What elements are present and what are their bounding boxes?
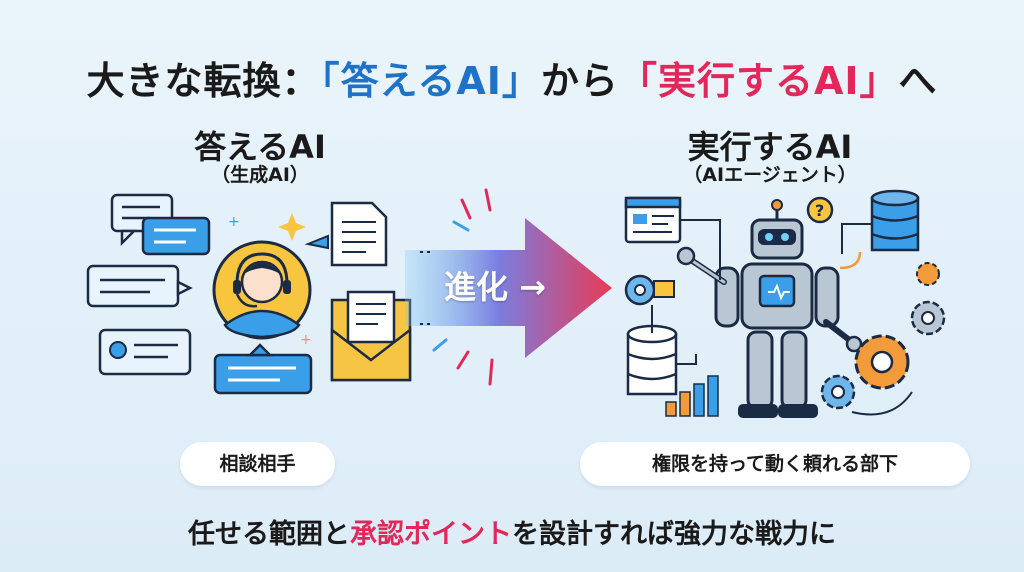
gear-icon	[854, 334, 910, 390]
title-middle: から	[540, 59, 619, 103]
database-icon	[626, 324, 678, 396]
left-panel-title: 答えるAI	[194, 128, 326, 166]
wrench-icon	[676, 246, 863, 353]
svg-text:+: +	[300, 332, 312, 348]
browser-window-icon	[624, 196, 682, 244]
bottom-suffix: を設計すれば強力な戦力に	[512, 519, 836, 550]
bottom-highlight: 承認ポイント	[350, 519, 512, 550]
left-pill-label: 相談相手	[180, 442, 335, 486]
document-icon	[330, 201, 388, 267]
arrow-label: 進化 →	[444, 268, 546, 306]
speech-bubble-icon	[86, 264, 193, 308]
svg-text:?: ?	[815, 201, 824, 220]
robot-icon	[714, 199, 840, 418]
envelope-icon	[330, 290, 412, 382]
question-icon: ?	[806, 196, 834, 224]
operator-avatar-icon	[212, 240, 312, 340]
right-panel-title: 実行するAI	[687, 128, 853, 166]
bar-chart-icon	[665, 375, 719, 417]
bottom-prefix: 任せる範囲と	[188, 519, 350, 550]
left-panel-subtitle: （生成AI）	[211, 164, 309, 186]
title-to: 「実行するAI」	[618, 59, 899, 103]
page-title: 大きな転換：「答えるAI」から「実行するAI」へ	[0, 50, 1024, 105]
speech-bubble-icon	[213, 343, 313, 395]
connector-lines	[651, 219, 913, 416]
title-prefix: 大きな転換：	[86, 59, 321, 103]
title-suffix: へ	[898, 59, 938, 103]
bottom-message: 任せる範囲と承認ポイントを設計すれば強力な戦力に	[0, 512, 1024, 551]
right-panel-subtitle: （AIエージェント）	[683, 164, 857, 186]
gear-icon	[624, 274, 675, 306]
gear-icon	[910, 300, 946, 336]
speech-bubble-icon	[98, 328, 192, 376]
speech-bubble-icon	[304, 234, 329, 250]
gear-icon	[820, 374, 856, 410]
evolution-arrow	[405, 188, 612, 386]
speech-bubble-icon	[141, 216, 211, 256]
gear-icon	[916, 262, 940, 286]
sparkle-icon: + +	[228, 213, 312, 348]
title-from: 「答えるAI」	[320, 59, 541, 103]
database-icon	[870, 189, 920, 252]
svg-text:+: +	[228, 214, 240, 230]
right-pill-label: 権限を持って動く頼れる部下	[580, 442, 970, 486]
